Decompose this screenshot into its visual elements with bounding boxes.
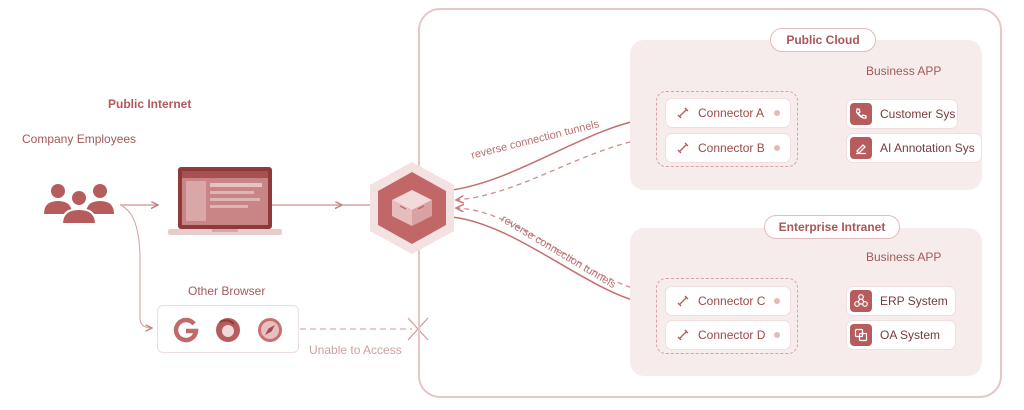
windows-icon [850, 324, 872, 346]
status-dot [774, 110, 780, 116]
users-group-icon [44, 184, 114, 225]
link-icon [677, 142, 689, 154]
firefox-icon[interactable] [214, 316, 242, 344]
public-cloud-title: Public Cloud [770, 28, 876, 52]
pen-icon [850, 137, 872, 159]
connector-b-label: Connector B [698, 141, 765, 155]
tunnel-upper [456, 137, 649, 200]
connector-a[interactable]: Connector A [666, 99, 790, 127]
other-browser-panel [157, 305, 299, 353]
intranet-business-app-label: Business APP [866, 250, 942, 264]
app-customer-sys[interactable]: Customer Sys [847, 100, 957, 128]
app-oa-system[interactable]: OA System [847, 321, 955, 349]
cloud-business-app-label: Business APP [866, 64, 942, 78]
safari-icon[interactable] [256, 316, 284, 344]
unable-to-access-label: Unable to Access [309, 343, 402, 357]
public-internet-label: Public Internet [108, 97, 192, 111]
app-erp-system[interactable]: ERP System [847, 287, 955, 315]
connector-d-label: Connector D [698, 328, 766, 342]
app-oa-system-label: OA System [880, 328, 941, 342]
status-dot [774, 145, 780, 151]
phone-icon [850, 103, 872, 125]
app-ai-annotation-sys-label: AI Annotation Sys [880, 141, 975, 155]
enterprise-intranet-title: Enterprise Intranet [764, 215, 900, 239]
link-icon [677, 329, 689, 341]
cloud-connector-group [656, 91, 798, 167]
connector-b[interactable]: Connector B [666, 134, 790, 162]
gateway-to-connector-a [451, 118, 652, 191]
app-customer-sys-label: Customer Sys [880, 107, 956, 121]
gateway-hexagon-icon [370, 162, 454, 254]
other-browser-label: Other Browser [188, 284, 266, 298]
company-employees-label: Company Employees [22, 132, 137, 146]
status-dot [774, 298, 780, 304]
network-icon [850, 290, 872, 312]
status-dot [774, 332, 780, 338]
connector-c[interactable]: Connector C [666, 287, 790, 315]
connector-c-label: Connector C [698, 294, 766, 308]
link-icon [677, 295, 689, 307]
app-erp-system-label: ERP System [880, 294, 948, 308]
laptop-icon [168, 167, 282, 235]
chrome-google-icon[interactable] [172, 316, 200, 344]
employees-to-browser-arrow [121, 205, 152, 328]
link-icon [677, 107, 689, 119]
gateway-to-connector-c [451, 216, 652, 305]
app-ai-annotation-sys[interactable]: AI Annotation Sys [847, 134, 981, 162]
connector-d[interactable]: Connector D [666, 321, 790, 349]
connector-a-label: Connector A [698, 106, 765, 120]
intranet-connector-group [656, 278, 798, 354]
